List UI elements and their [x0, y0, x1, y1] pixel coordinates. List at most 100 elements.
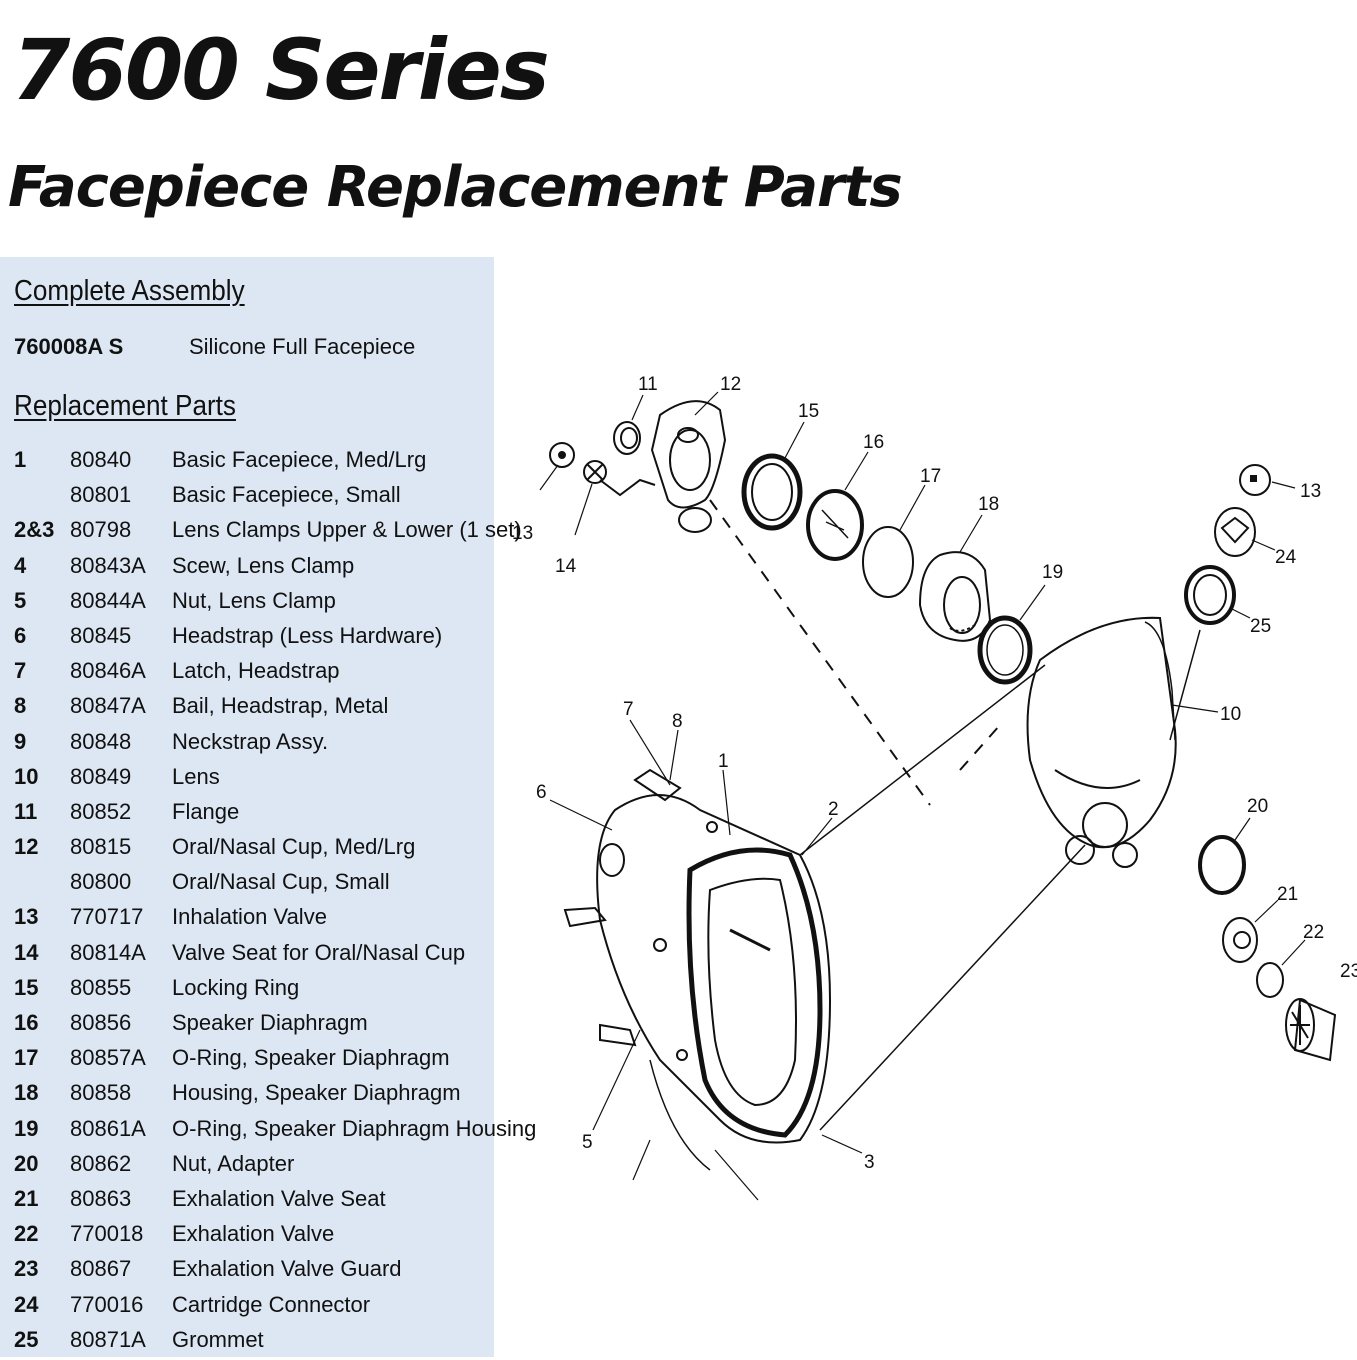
- callout-19: 19: [1042, 562, 1063, 583]
- part-description: Exhalation Valve Guard: [172, 1256, 402, 1282]
- part-number: 16: [14, 1010, 39, 1035]
- callout-16: 16: [863, 432, 884, 453]
- inhalation-valve-part: [1239, 464, 1271, 496]
- part-code: 80844A: [70, 587, 146, 613]
- callout-13: 13: [512, 523, 533, 544]
- callout-22: 22: [1303, 922, 1324, 943]
- parts-row: 80800 Oral/Nasal Cup, Small: [14, 867, 494, 902]
- callout-3: 3: [864, 1152, 875, 1173]
- callout-24: 24: [1275, 547, 1297, 568]
- part-number: 11: [14, 798, 38, 824]
- headstrap-latch-part: [633, 768, 682, 802]
- callout-7: 7: [623, 699, 634, 720]
- part-code: 80863: [70, 1185, 132, 1211]
- part-code: 80871A: [70, 1326, 146, 1352]
- part-code: 80846A: [70, 658, 146, 684]
- part-description: Latch, Headstrap: [172, 658, 340, 684]
- callout-21: 21: [1277, 884, 1298, 905]
- nut-adapter-part: [1198, 835, 1246, 895]
- part-number: 21: [14, 1185, 39, 1211]
- part-number: 18: [14, 1080, 39, 1106]
- part-description: Headstrap (Less Hardware): [172, 622, 443, 648]
- part-number: 17: [14, 1045, 39, 1071]
- parts-row: 6 80845 Headstrap (Less Hardware): [14, 621, 494, 656]
- callout-14: 14: [555, 556, 577, 577]
- o-ring-part: [862, 526, 914, 598]
- part-description: O-Ring, Speaker Diaphragm Housing: [172, 1115, 537, 1141]
- part-code: 80801: [70, 482, 132, 508]
- callout-25: 25: [1250, 616, 1271, 637]
- part-code: 80814A: [70, 939, 146, 965]
- exhalation-valve-part: [1256, 962, 1284, 998]
- part-code: 80852: [70, 798, 132, 824]
- part-number: 24: [14, 1291, 39, 1317]
- part-description: Lens: [172, 763, 220, 789]
- part-description: Oral/Nasal Cup, Small: [172, 869, 390, 895]
- part-code: 80815: [70, 834, 132, 860]
- locking-ring-part: [741, 453, 803, 531]
- part-code: 80867: [70, 1256, 132, 1282]
- part-description: Locking Ring: [172, 974, 300, 1000]
- part-code: 80840: [70, 447, 132, 472]
- part-number: 6: [14, 622, 27, 648]
- speaker-housing-part: [918, 551, 992, 642]
- part-code: 80848: [70, 728, 132, 754]
- part-number: 5: [14, 587, 27, 613]
- part-code: 80855: [70, 974, 132, 1000]
- callout-8: 8: [672, 711, 683, 732]
- callout-15: 15: [798, 401, 819, 422]
- parts-list-panel: [0, 257, 494, 1357]
- part-number: 20: [14, 1150, 39, 1176]
- page-title: 7600 Series: [12, 21, 550, 119]
- part-code: 80800: [70, 869, 132, 895]
- part-number: 13: [14, 904, 39, 930]
- o-ring-housing-part: [977, 615, 1033, 685]
- part-number: 25: [14, 1326, 39, 1352]
- flange-part: [613, 421, 641, 455]
- part-description: Speaker Diaphragm: [172, 1010, 368, 1035]
- part-number: 14: [14, 939, 39, 965]
- part-description: Valve Seat for Oral/Nasal Cup: [172, 939, 466, 965]
- exploded-facepiece-diagram: 13 14 11 12 15 16 17 18 19 13 24 25 10 2…: [512, 374, 1357, 1201]
- part-description: Cartridge Connector: [172, 1291, 371, 1317]
- part-description: Lens Clamps Upper & Lower (1 set): [172, 517, 522, 543]
- part-number: 22: [14, 1221, 39, 1247]
- callout-6: 6: [536, 782, 547, 803]
- oral-nasal-cup-part: [650, 400, 727, 509]
- facepiece-body: [596, 794, 832, 1144]
- assembly-description: Silicone Full Facepiece: [189, 334, 416, 359]
- part-code: 770717: [70, 904, 144, 930]
- part-description: Inhalation Valve: [172, 904, 327, 930]
- part-number: 4: [14, 552, 27, 578]
- part-description: Scew, Lens Clamp: [172, 552, 355, 578]
- part-code: 80845: [70, 622, 132, 648]
- exhalation-valve-guard-part: [1293, 998, 1337, 1062]
- speaker-diaphragm-part: [806, 489, 864, 561]
- parts-row: 4 80843A Scew, Lens Clamp: [14, 551, 494, 586]
- callout-5: 5: [582, 1132, 593, 1153]
- part-description: Bail, Headstrap, Metal: [172, 693, 389, 719]
- exhalation-valve-seat-part: [1222, 917, 1258, 963]
- part-code: 80798: [70, 517, 132, 543]
- part-code: 80858: [70, 1080, 132, 1106]
- part-description: Nut, Adapter: [172, 1150, 295, 1176]
- grommet-part: [1184, 565, 1236, 625]
- callout-1: 1: [718, 751, 729, 772]
- part-description: Neckstrap Assy.: [172, 728, 329, 754]
- part-code: 80849: [70, 763, 132, 789]
- part-code: 80843A: [70, 552, 146, 578]
- part-description: Nut, Lens Clamp: [172, 587, 336, 613]
